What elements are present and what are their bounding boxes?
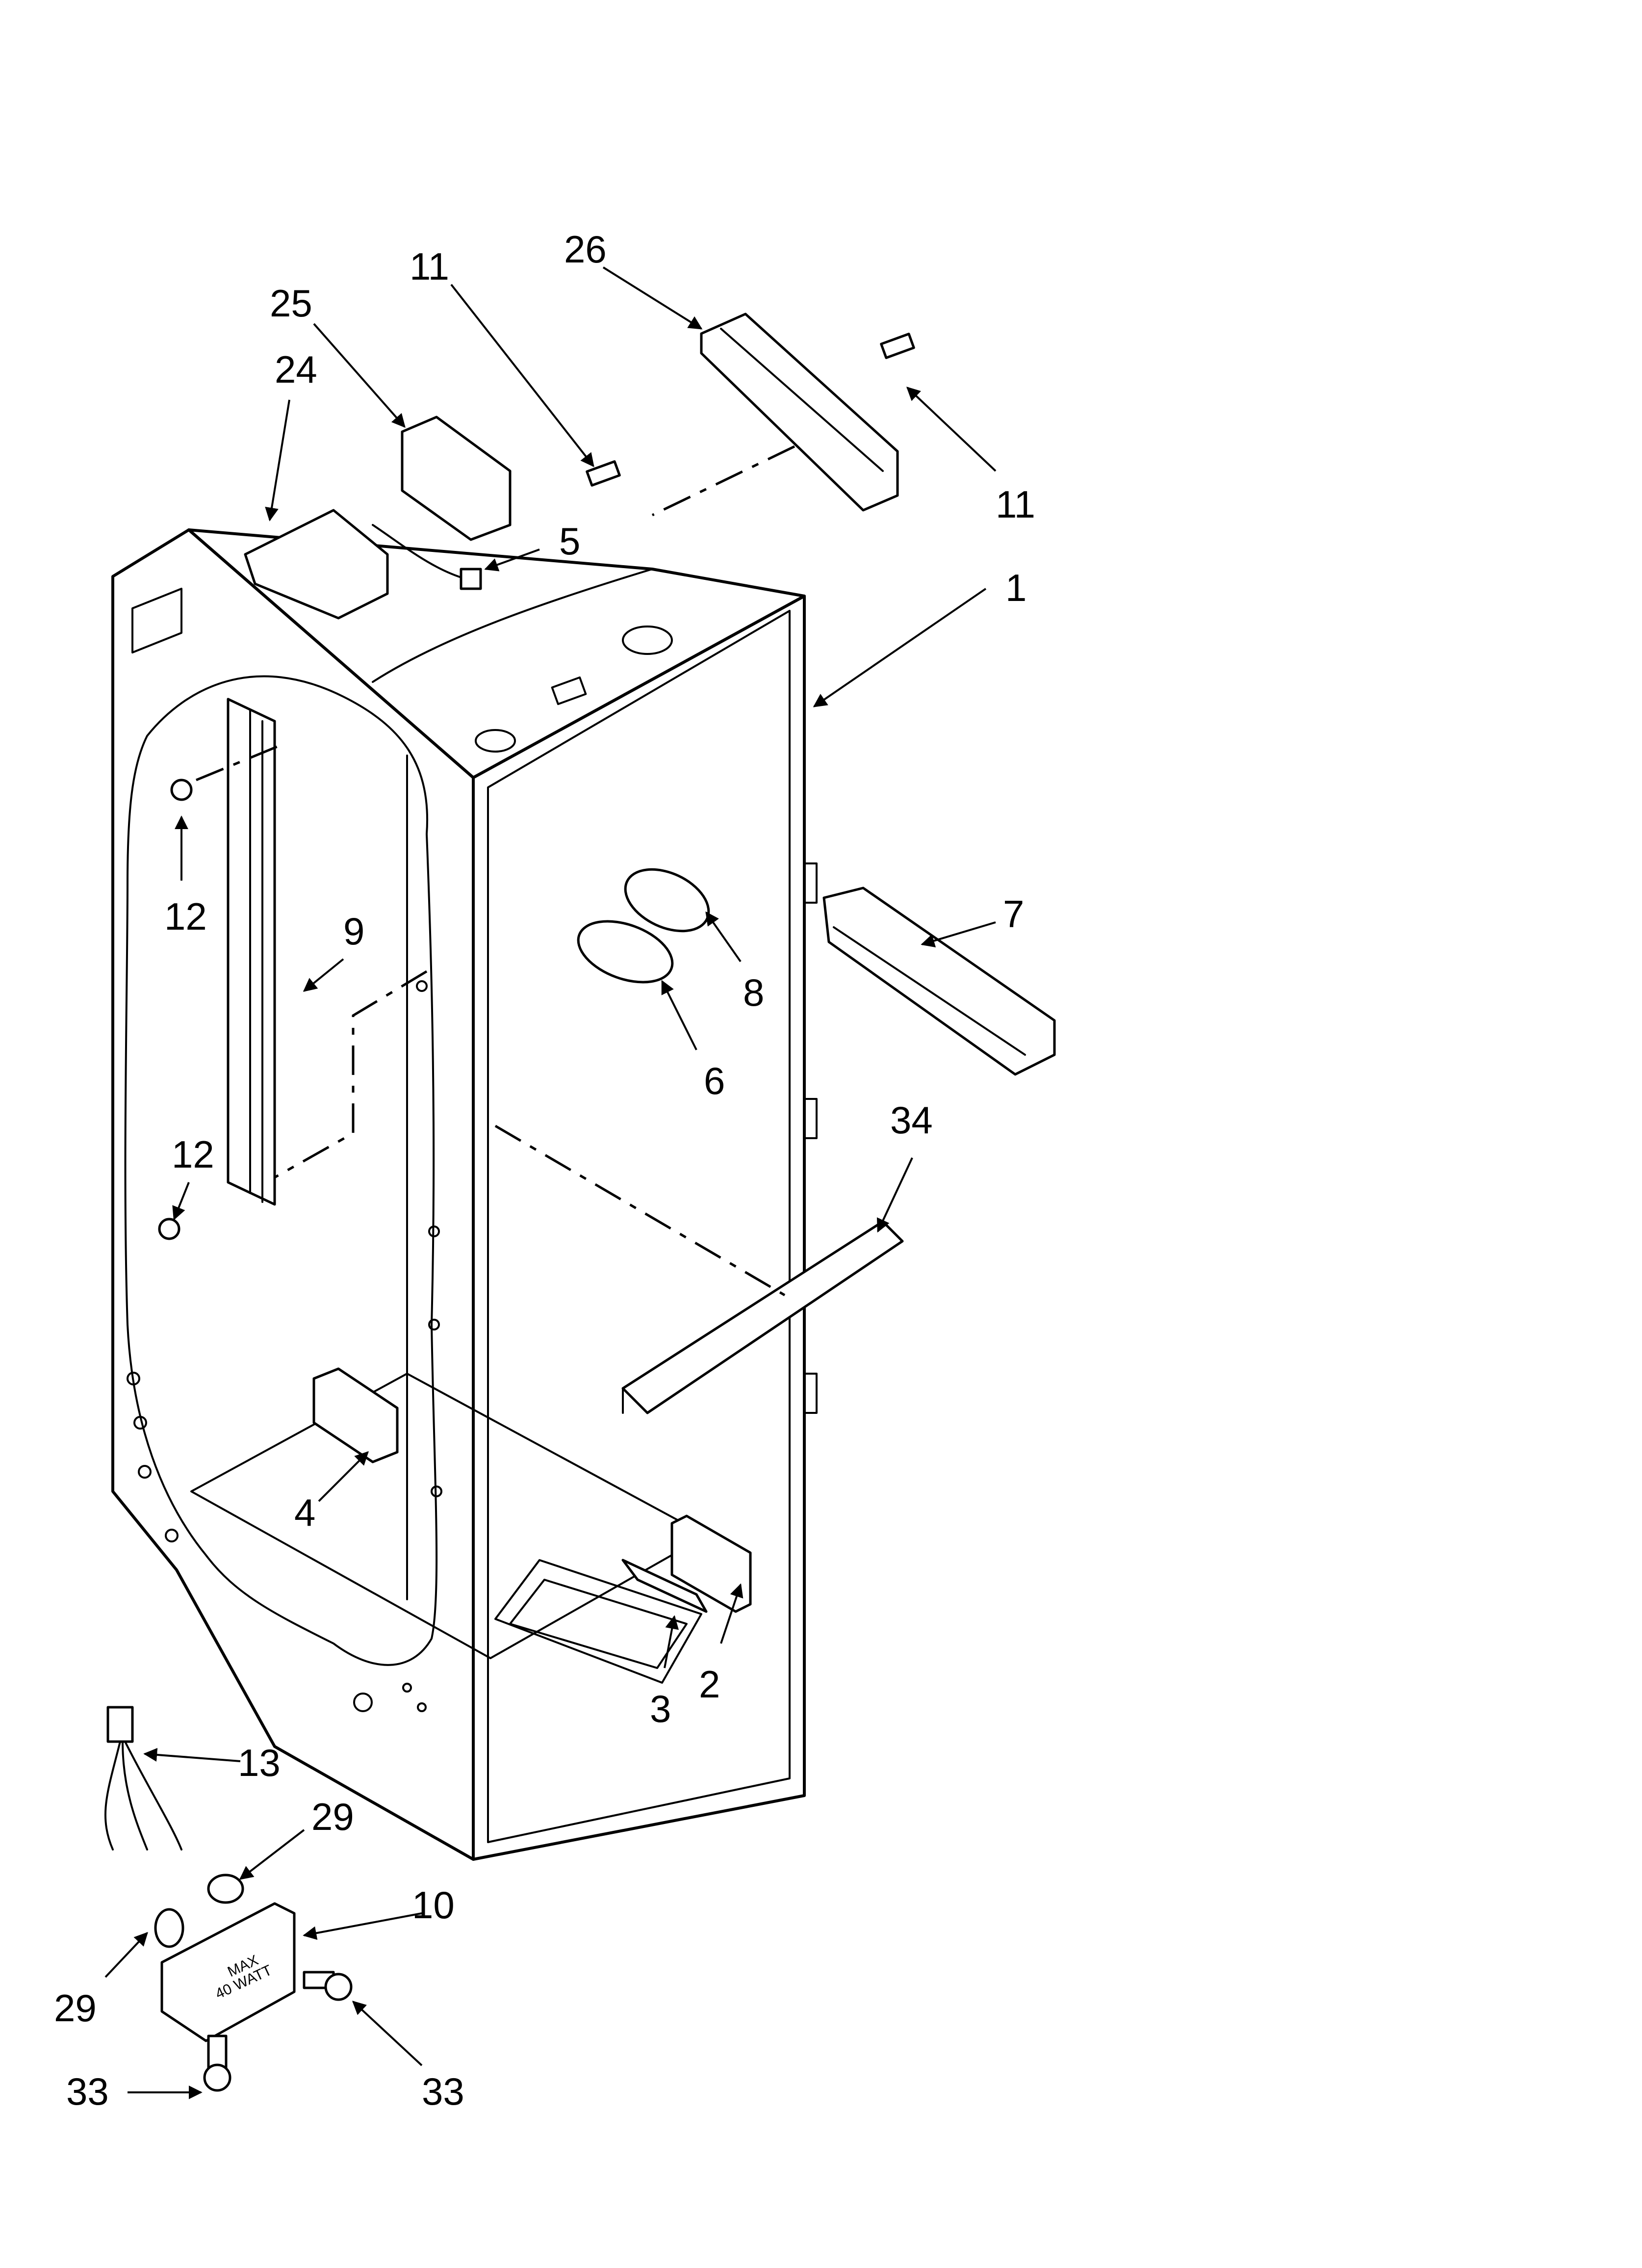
control-housing — [244, 509, 389, 620]
callout-29-right: 29 — [311, 1795, 354, 1838]
vent-cover-6 — [577, 920, 674, 984]
bulb-33a — [203, 2034, 231, 2092]
shelf-rail — [227, 698, 276, 1206]
screw-12b — [158, 1218, 180, 1240]
control-bracket — [401, 416, 512, 541]
top-trim — [700, 313, 899, 512]
callout-10: 10 — [412, 1883, 455, 1927]
callout-33-left: 33 — [66, 2070, 109, 2113]
callout-8: 8 — [743, 971, 764, 1014]
callout-33-right: 33 — [422, 2070, 464, 2113]
callout-13: 13 — [238, 1741, 281, 1784]
callout-9: 9 — [343, 910, 364, 953]
bracket-3 — [621, 1559, 708, 1613]
cross-brace — [621, 1220, 904, 1414]
lamp-housing-10: MAX 40 WATT — [160, 1902, 296, 2042]
callout-12-upper: 12 — [164, 895, 207, 938]
callout-1: 1 — [1005, 566, 1026, 609]
callout-12-lower: 12 — [172, 1133, 214, 1176]
leader-lines — [104, 266, 997, 2099]
lamp-socket-29b — [154, 1908, 184, 1948]
callout-29-left: 29 — [54, 1986, 97, 2030]
screw-11b — [880, 333, 915, 359]
wire-harness-13 — [104, 1706, 182, 1851]
screw-12a — [170, 779, 193, 801]
bulb-33b — [303, 1971, 353, 2001]
vent-grille-4 — [312, 1367, 399, 1463]
lamp-socket-29a — [207, 1874, 244, 1904]
callout-5: 5 — [559, 520, 580, 563]
callout-11-top: 11 — [410, 245, 449, 288]
callout-26: 26 — [564, 228, 607, 271]
cabinet-liner — [111, 528, 818, 1861]
screw-11a — [586, 460, 621, 487]
callout-4: 4 — [294, 1491, 315, 1534]
wire-connector — [372, 524, 482, 590]
callout-numbers: 1 2 3 4 5 6 7 8 9 10 11 11 12 12 13 24 2… — [54, 228, 1035, 2113]
callout-11-right: 11 — [996, 483, 1035, 526]
assembly-lines — [196, 445, 795, 1297]
callout-25: 25 — [270, 282, 312, 325]
side-trim — [822, 886, 1056, 1076]
callout-6: 6 — [704, 1059, 725, 1102]
callout-3: 3 — [650, 1687, 671, 1730]
callout-34: 34 — [890, 1098, 933, 1142]
callout-2: 2 — [699, 1663, 720, 1706]
callout-24: 24 — [275, 348, 317, 391]
callout-7: 7 — [1003, 892, 1024, 936]
